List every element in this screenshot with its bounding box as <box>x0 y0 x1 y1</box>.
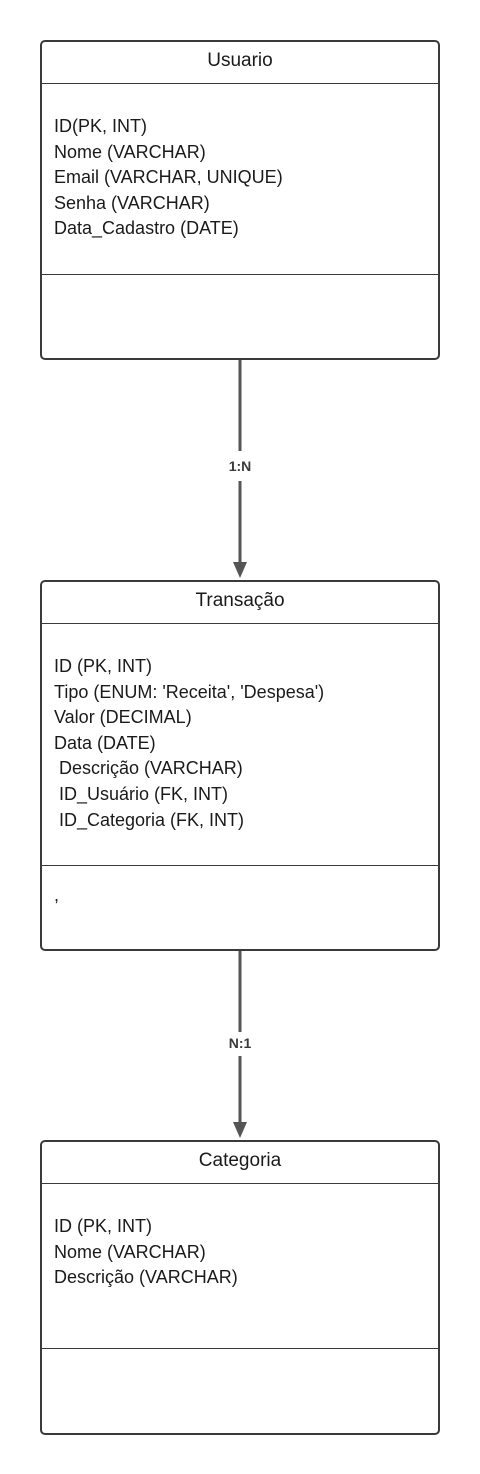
class-usuario[interactable]: Usuario ID(PK, INT) Nome (VARCHAR) Email… <box>40 40 440 360</box>
class-name: Usuario <box>42 42 438 84</box>
attribute: Valor (DECIMAL) <box>54 707 192 728</box>
relationship-label: N:1 <box>229 1035 252 1051</box>
attribute: Nome (VARCHAR) <box>54 1241 206 1262</box>
attribute: ID (PK, INT) <box>54 656 152 676</box>
class-name: Transação <box>42 582 438 624</box>
arrowhead-icon <box>233 1122 247 1138</box>
attribute: ID(PK, INT) <box>54 116 147 136</box>
attribute: ID (PK, INT) <box>54 1216 152 1236</box>
methods-section: , <box>42 866 438 906</box>
attribute: Nome (VARCHAR) <box>54 141 206 162</box>
attributes-section: ID(PK, INT) Nome (VARCHAR) Email (VARCHA… <box>42 84 438 275</box>
attribute: Descrição (VARCHAR) <box>54 1267 238 1288</box>
attribute: Descrição (VARCHAR) <box>54 758 243 779</box>
attribute: Email (VARCHAR, UNIQUE) <box>54 167 283 188</box>
attribute: Senha (VARCHAR) <box>54 192 210 213</box>
attribute: ID_Usuário (FK, INT) <box>54 783 229 804</box>
relationship-label: 1:N <box>229 458 252 474</box>
attribute: Data (DATE) <box>54 732 156 753</box>
class-categoria[interactable]: Categoria ID (PK, INT) Nome (VARCHAR) De… <box>40 1140 440 1435</box>
attributes-section: ID (PK, INT) Tipo (ENUM: 'Receita', 'Des… <box>42 624 438 866</box>
class-transacao[interactable]: Transação ID (PK, INT) Tipo (ENUM: 'Rece… <box>40 580 440 951</box>
attribute: ID_Categoria (FK, INT) <box>54 809 245 830</box>
class-name: Categoria <box>42 1142 438 1184</box>
attribute: Tipo (ENUM: 'Receita', 'Despesa') <box>54 681 325 702</box>
attribute: Data_Cadastro (DATE) <box>54 218 239 239</box>
method: , <box>54 885 60 905</box>
attributes-section: ID (PK, INT) Nome (VARCHAR) Descrição (V… <box>42 1184 438 1349</box>
arrowhead-icon <box>233 562 247 578</box>
methods-section <box>42 275 438 293</box>
methods-section <box>42 1349 438 1367</box>
